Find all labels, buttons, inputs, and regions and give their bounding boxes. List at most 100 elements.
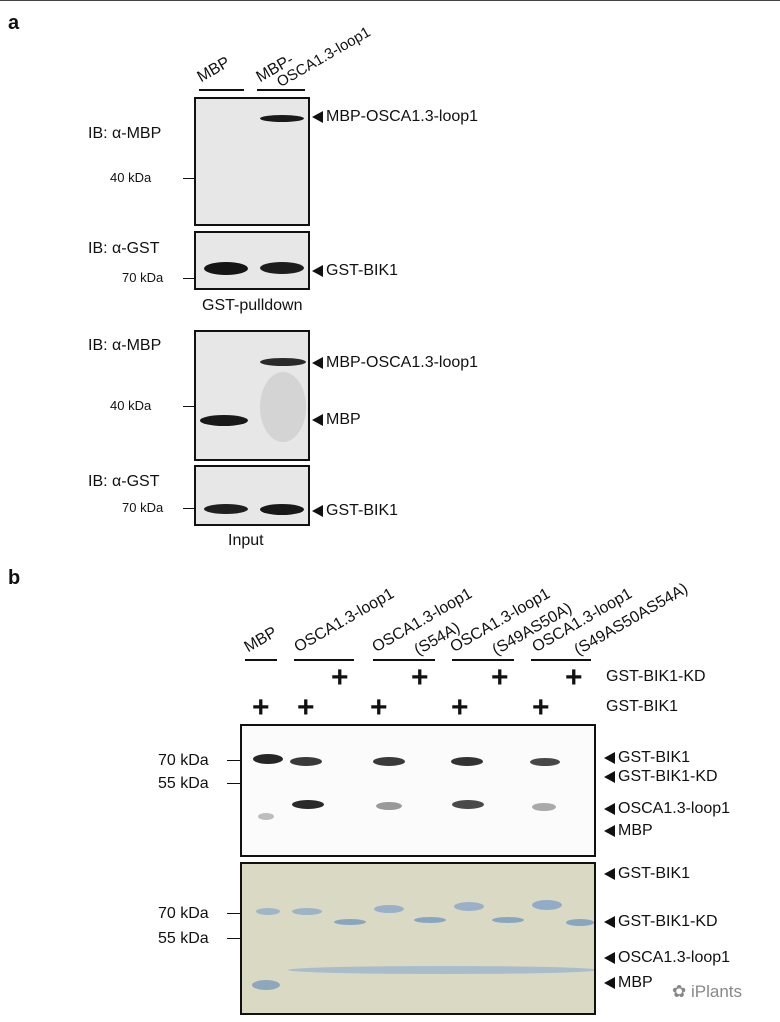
plus-kd-s54a: +	[411, 661, 429, 694]
blot-ib-mbp-input	[194, 330, 310, 461]
marker-b-55-tick	[227, 783, 241, 784]
band-ar-gst-bik1-1	[253, 754, 283, 764]
arrow-b-top-gst-bik1-kd: GST-BIK1-KD	[604, 769, 718, 785]
band-ar-gst-bik1-8	[530, 758, 560, 766]
gel-band-bik1-4	[374, 905, 404, 913]
row-label-gst-bik1: GST-BIK1	[606, 698, 679, 715]
band-mbp-osca-input	[260, 358, 306, 366]
lane-underline-b-mbp	[245, 659, 277, 661]
lane-underline-b-osca	[294, 659, 354, 661]
band-ar-gst-bik1-6	[451, 757, 483, 766]
arrow-left-icon	[312, 504, 323, 517]
plus-bik1-osca: +	[297, 691, 315, 724]
ib-gst-label: IB: α-GST	[88, 240, 160, 257]
marker-b-70-kda: 70 kDa	[158, 752, 209, 769]
band-gst-bik1-input-lane2	[260, 504, 304, 515]
band-gst-bik1-lane2	[260, 262, 304, 274]
band-ar-gst-bik1-4	[373, 757, 405, 766]
lane-underline-osca	[257, 89, 305, 91]
lane-underline-mbp	[199, 89, 244, 91]
band-ar-osca-8	[532, 803, 556, 811]
lane-underline-b-s49s54	[531, 659, 591, 661]
gel-band-bik1-8	[532, 900, 562, 910]
marker-b2-55-tick	[227, 938, 241, 939]
lane-underline-b-s49	[452, 659, 514, 661]
lane-label-b-mbp: MBP	[241, 623, 281, 656]
arrow-left-icon	[312, 264, 323, 277]
autoradiograph-panel	[240, 724, 596, 857]
gel-band-bik1-2	[292, 908, 322, 915]
caption-input: Input	[228, 532, 264, 549]
marker-b2-55-kda: 55 kDa	[158, 930, 209, 947]
plus-bik1-s49: +	[451, 691, 469, 724]
band-gst-bik1-lane1	[204, 262, 248, 275]
lane-label-mbp: MBP	[194, 53, 234, 86]
arrow-label-mbp-input: MBP	[312, 412, 361, 428]
gel-band-bik1-1	[256, 908, 280, 915]
arrow-b-bot-gst-bik1-kd: GST-BIK1-KD	[604, 914, 718, 930]
arrow-label-mbp-osca: MBP-OSCA1.3-loop1	[312, 109, 478, 125]
arrow-label-gst-bik1-input: GST-BIK1	[312, 503, 398, 519]
lane-underline-b-s54a	[373, 659, 435, 661]
marker-40-kda-input: 40 kDa	[110, 398, 152, 413]
arrow-left-icon	[604, 802, 615, 815]
top-rule	[0, 0, 780, 1]
arrow-label-mbp-osca-input: MBP-OSCA1.3-loop1	[312, 355, 478, 371]
plus-kd-s49: +	[491, 661, 509, 694]
caption-gst-pulldown: GST-pulldown	[202, 297, 303, 314]
band-mbp-input	[200, 415, 248, 426]
arrow-left-icon	[604, 951, 615, 964]
arrow-label-gst-bik1: GST-BIK1	[312, 263, 398, 279]
gel-band-kd-7	[492, 917, 524, 923]
arrow-left-icon	[604, 751, 615, 764]
plus-kd-osca: +	[331, 661, 349, 694]
gel-band-kd-5	[414, 917, 446, 923]
arrow-left-icon	[312, 356, 323, 369]
arrow-left-icon	[312, 413, 323, 426]
band-ar-gst-bik1-2	[290, 757, 322, 766]
gel-band-osca-row	[288, 966, 594, 974]
arrow-left-icon	[604, 976, 615, 989]
marker-70-tick-input	[183, 508, 195, 509]
marker-b-70-tick	[227, 760, 241, 761]
marker-40-tick-input	[183, 406, 195, 407]
arrow-b-top-gst-bik1: GST-BIK1	[604, 750, 690, 766]
wechat-icon: ✿	[672, 982, 691, 1001]
marker-40-tick	[183, 178, 195, 179]
arrow-left-icon	[604, 867, 615, 880]
gel-band-bik1-6	[454, 902, 484, 911]
marker-70-tick	[183, 278, 195, 279]
arrow-b-bot-gst-bik1: GST-BIK1	[604, 866, 690, 882]
band-ar-osca-2	[292, 800, 324, 809]
smear-mbp-osca-input	[260, 372, 306, 442]
plus-bik1-s49s54: +	[532, 691, 550, 724]
gel-band-mbp	[252, 980, 280, 990]
arrow-left-icon	[312, 110, 323, 123]
band-ar-osca-4	[376, 802, 402, 810]
plus-bik1-s54a: +	[370, 691, 388, 724]
coomassie-gel-panel	[240, 862, 596, 1015]
ib-mbp-input-label: IB: α-MBP	[88, 337, 162, 354]
ib-mbp-label: IB: α-MBP	[88, 125, 162, 142]
blot-ib-gst-input	[194, 465, 310, 526]
arrow-b-top-osca: OSCA1.3-loop1	[604, 801, 730, 817]
band-ar-mbp	[258, 813, 274, 820]
ib-gst-input-label: IB: α-GST	[88, 473, 160, 490]
gel-band-kd-9	[566, 919, 594, 926]
marker-b2-70-kda: 70 kDa	[158, 905, 209, 922]
arrow-left-icon	[604, 824, 615, 837]
plus-bik1-mbp: +	[252, 691, 270, 724]
blot-ib-mbp-pulldown	[194, 97, 310, 226]
arrow-left-icon	[604, 915, 615, 928]
band-mbp-osca-pulldown	[260, 115, 304, 122]
panel-a-label: a	[8, 12, 20, 34]
band-gst-bik1-input-lane1	[204, 504, 248, 514]
plus-kd-s49s54: +	[565, 661, 583, 694]
arrow-b-bot-osca: OSCA1.3-loop1	[604, 950, 730, 966]
row-label-gst-bik1-kd: GST-BIK1-KD	[606, 668, 706, 685]
band-ar-osca-6	[452, 800, 484, 809]
marker-40-kda: 40 kDa	[110, 170, 152, 185]
marker-b2-70-tick	[227, 913, 241, 914]
marker-b-55-kda: 55 kDa	[158, 775, 209, 792]
arrow-b-top-mbp: MBP	[604, 823, 653, 839]
